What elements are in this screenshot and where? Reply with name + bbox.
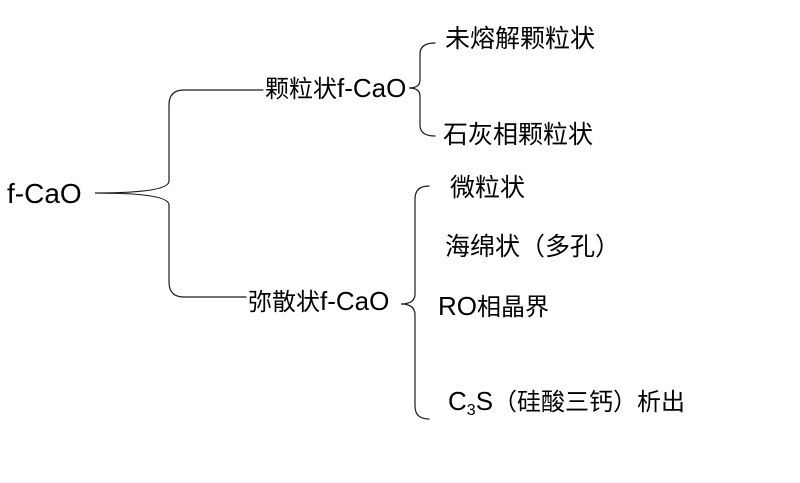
root-label-f-cao: f-CaO bbox=[7, 178, 82, 209]
dispersed-brace bbox=[400, 185, 430, 420]
leaf-ro-cn-text: 相晶界 bbox=[477, 295, 549, 321]
leaf-c3s-s-text: S bbox=[475, 386, 494, 416]
leaf-lime-phase-granular: 石灰相颗粒状 bbox=[443, 122, 594, 149]
leaf-c3s-subscript-3: 3 bbox=[466, 402, 476, 419]
leaf-ro-phase-grain-boundary: RO相晶界 bbox=[438, 293, 549, 320]
branch-granular-cn-text: 颗粒状 bbox=[265, 77, 337, 103]
leaf-unmelted-granular: 未熔解颗粒状 bbox=[445, 26, 596, 53]
leaf-ro-latin-text: RO bbox=[438, 291, 477, 321]
branch-label-dispersed-f-cao: 弥散状f-CaO bbox=[248, 288, 389, 315]
branch-granular-latin-text: f-CaO bbox=[337, 73, 407, 103]
branch-label-granular-f-cao: 颗粒状f-CaO bbox=[265, 75, 406, 102]
granular-brace bbox=[408, 42, 436, 137]
leaf-sponge-porous: 海绵状（多孔） bbox=[445, 234, 621, 261]
root-brace bbox=[94, 89, 264, 298]
branch-dispersed-cn-text: 弥散状 bbox=[248, 290, 320, 316]
leaf-c3s-c-text: C bbox=[448, 386, 467, 416]
leaf-fine-particle: 微粒状 bbox=[450, 175, 526, 202]
leaf-c3s-cn-text: （硅酸三钙）析出 bbox=[493, 390, 686, 416]
leaf-c3s-precipitation: C3S（硅酸三钙）析出 bbox=[448, 388, 685, 419]
branch-dispersed-latin-text: f-CaO bbox=[320, 286, 390, 316]
